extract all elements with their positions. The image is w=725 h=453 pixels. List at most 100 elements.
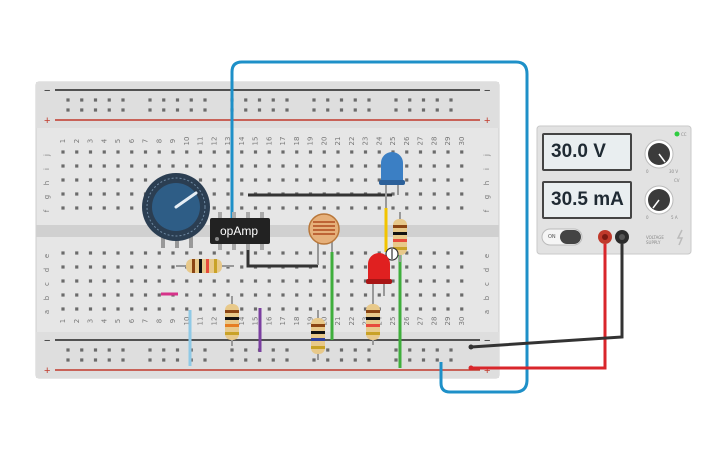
breadboard-hole[interactable] bbox=[130, 293, 134, 297]
breadboard-hole[interactable] bbox=[102, 192, 106, 196]
breadboard-hole[interactable] bbox=[171, 150, 175, 154]
breadboard-hole[interactable] bbox=[226, 178, 230, 182]
breadboard-hole[interactable] bbox=[394, 348, 398, 352]
breadboard-hole[interactable] bbox=[312, 108, 316, 112]
breadboard-hole[interactable] bbox=[257, 108, 262, 112]
breadboard-hole[interactable] bbox=[336, 178, 340, 182]
breadboard-hole[interactable] bbox=[267, 293, 271, 297]
breadboard-hole[interactable] bbox=[339, 358, 344, 362]
breadboard-hole[interactable] bbox=[244, 348, 248, 352]
breadboard-hole[interactable] bbox=[460, 178, 464, 182]
breadboard-hole[interactable] bbox=[175, 358, 180, 362]
breadboard-hole[interactable] bbox=[336, 164, 340, 168]
breadboard-hole[interactable] bbox=[435, 348, 439, 352]
breadboard-hole[interactable] bbox=[244, 108, 248, 112]
breadboard-hole[interactable] bbox=[93, 108, 98, 112]
breadboard-hole[interactable] bbox=[267, 164, 271, 168]
breadboard-hole[interactable] bbox=[116, 164, 120, 168]
breadboard-hole[interactable] bbox=[271, 98, 275, 102]
breadboard-hole[interactable] bbox=[363, 307, 368, 311]
breadboard-hole[interactable] bbox=[432, 265, 436, 269]
breadboard-hole[interactable] bbox=[61, 279, 65, 283]
breadboard-hole[interactable] bbox=[295, 307, 299, 311]
breadboard-hole[interactable] bbox=[394, 108, 398, 112]
breadboard-hole[interactable] bbox=[130, 150, 134, 154]
breadboard-hole[interactable] bbox=[377, 206, 381, 210]
breadboard-hole[interactable] bbox=[336, 307, 340, 311]
breadboard-hole[interactable] bbox=[143, 265, 148, 269]
breadboard-hole[interactable] bbox=[203, 98, 207, 102]
breadboard-hole[interactable] bbox=[185, 293, 189, 297]
breadboard-hole[interactable] bbox=[102, 265, 106, 269]
breadboard-hole[interactable] bbox=[353, 108, 357, 112]
breadboard-hole[interactable] bbox=[363, 206, 368, 210]
breadboard-hole[interactable] bbox=[253, 150, 258, 154]
breadboard-hole[interactable] bbox=[267, 178, 271, 182]
breadboard-hole[interactable] bbox=[350, 150, 354, 154]
breadboard-hole[interactable] bbox=[171, 307, 175, 311]
breadboard-hole[interactable] bbox=[281, 279, 285, 283]
breadboard-hole[interactable] bbox=[116, 307, 120, 311]
breadboard-hole[interactable] bbox=[418, 164, 423, 168]
breadboard-hole[interactable] bbox=[75, 279, 79, 283]
breadboard-hole[interactable] bbox=[322, 251, 326, 255]
breadboard-hole[interactable] bbox=[432, 293, 436, 297]
resistor-vertical-1[interactable] bbox=[225, 296, 239, 346]
breadboard-hole[interactable] bbox=[102, 279, 106, 283]
breadboard-hole[interactable] bbox=[162, 98, 166, 102]
breadboard-hole[interactable] bbox=[88, 293, 93, 297]
breadboard-hole[interactable] bbox=[253, 279, 258, 283]
breadboard-hole[interactable] bbox=[367, 98, 371, 102]
breadboard-hole[interactable] bbox=[189, 108, 193, 112]
breadboard-hole[interactable] bbox=[212, 251, 216, 255]
breadboard-hole[interactable] bbox=[171, 265, 175, 269]
breadboard-hole[interactable] bbox=[212, 293, 216, 297]
breadboard-hole[interactable] bbox=[130, 178, 134, 182]
breadboard-hole[interactable] bbox=[121, 358, 125, 362]
breadboard-hole[interactable] bbox=[418, 192, 423, 196]
breadboard-hole[interactable] bbox=[116, 192, 120, 196]
breadboard-hole[interactable] bbox=[449, 98, 453, 102]
breadboard-hole[interactable] bbox=[244, 358, 248, 362]
breadboard-hole[interactable] bbox=[339, 108, 344, 112]
breadboard-hole[interactable] bbox=[102, 206, 106, 210]
breadboard-hole[interactable] bbox=[353, 348, 357, 352]
breadboard-hole[interactable] bbox=[336, 150, 340, 154]
breadboard-hole[interactable] bbox=[257, 358, 262, 362]
breadboard-hole[interactable] bbox=[460, 192, 464, 196]
breadboard-hole[interactable] bbox=[175, 108, 180, 112]
breadboard-hole[interactable] bbox=[75, 251, 79, 255]
breadboard-hole[interactable] bbox=[391, 293, 395, 297]
breadboard-hole[interactable] bbox=[446, 307, 450, 311]
breadboard-hole[interactable] bbox=[198, 307, 203, 311]
breadboard-hole[interactable] bbox=[281, 164, 285, 168]
breadboard-hole[interactable] bbox=[339, 348, 344, 352]
breadboard-hole[interactable] bbox=[326, 358, 330, 362]
breadboard-hole[interactable] bbox=[432, 164, 436, 168]
breadboard-hole[interactable] bbox=[253, 293, 258, 297]
breadboard-hole[interactable] bbox=[226, 164, 230, 168]
breadboard-hole[interactable] bbox=[75, 150, 79, 154]
breadboard-hole[interactable] bbox=[394, 358, 398, 362]
breadboard-hole[interactable] bbox=[353, 358, 357, 362]
breadboard-hole[interactable] bbox=[189, 98, 193, 102]
breadboard-hole[interactable] bbox=[281, 251, 285, 255]
breadboard-hole[interactable] bbox=[432, 206, 436, 210]
breadboard-hole[interactable] bbox=[363, 178, 368, 182]
breadboard-hole[interactable] bbox=[394, 98, 398, 102]
breadboard-hole[interactable] bbox=[171, 251, 175, 255]
breadboard-hole[interactable] bbox=[432, 307, 436, 311]
breadboard-hole[interactable] bbox=[363, 265, 368, 269]
breadboard-hole[interactable] bbox=[446, 279, 450, 283]
breadboard-hole[interactable] bbox=[449, 348, 453, 352]
breadboard-hole[interactable] bbox=[240, 251, 244, 255]
breadboard-hole[interactable] bbox=[212, 150, 216, 154]
breadboard-hole[interactable] bbox=[157, 307, 161, 311]
breadboard-hole[interactable] bbox=[285, 108, 289, 112]
breadboard-hole[interactable] bbox=[61, 164, 65, 168]
breadboard-hole[interactable] bbox=[408, 98, 412, 102]
breadboard-hole[interactable] bbox=[61, 251, 65, 255]
breadboard-hole[interactable] bbox=[285, 98, 289, 102]
breadboard-hole[interactable] bbox=[446, 265, 450, 269]
breadboard-hole[interactable] bbox=[421, 108, 426, 112]
